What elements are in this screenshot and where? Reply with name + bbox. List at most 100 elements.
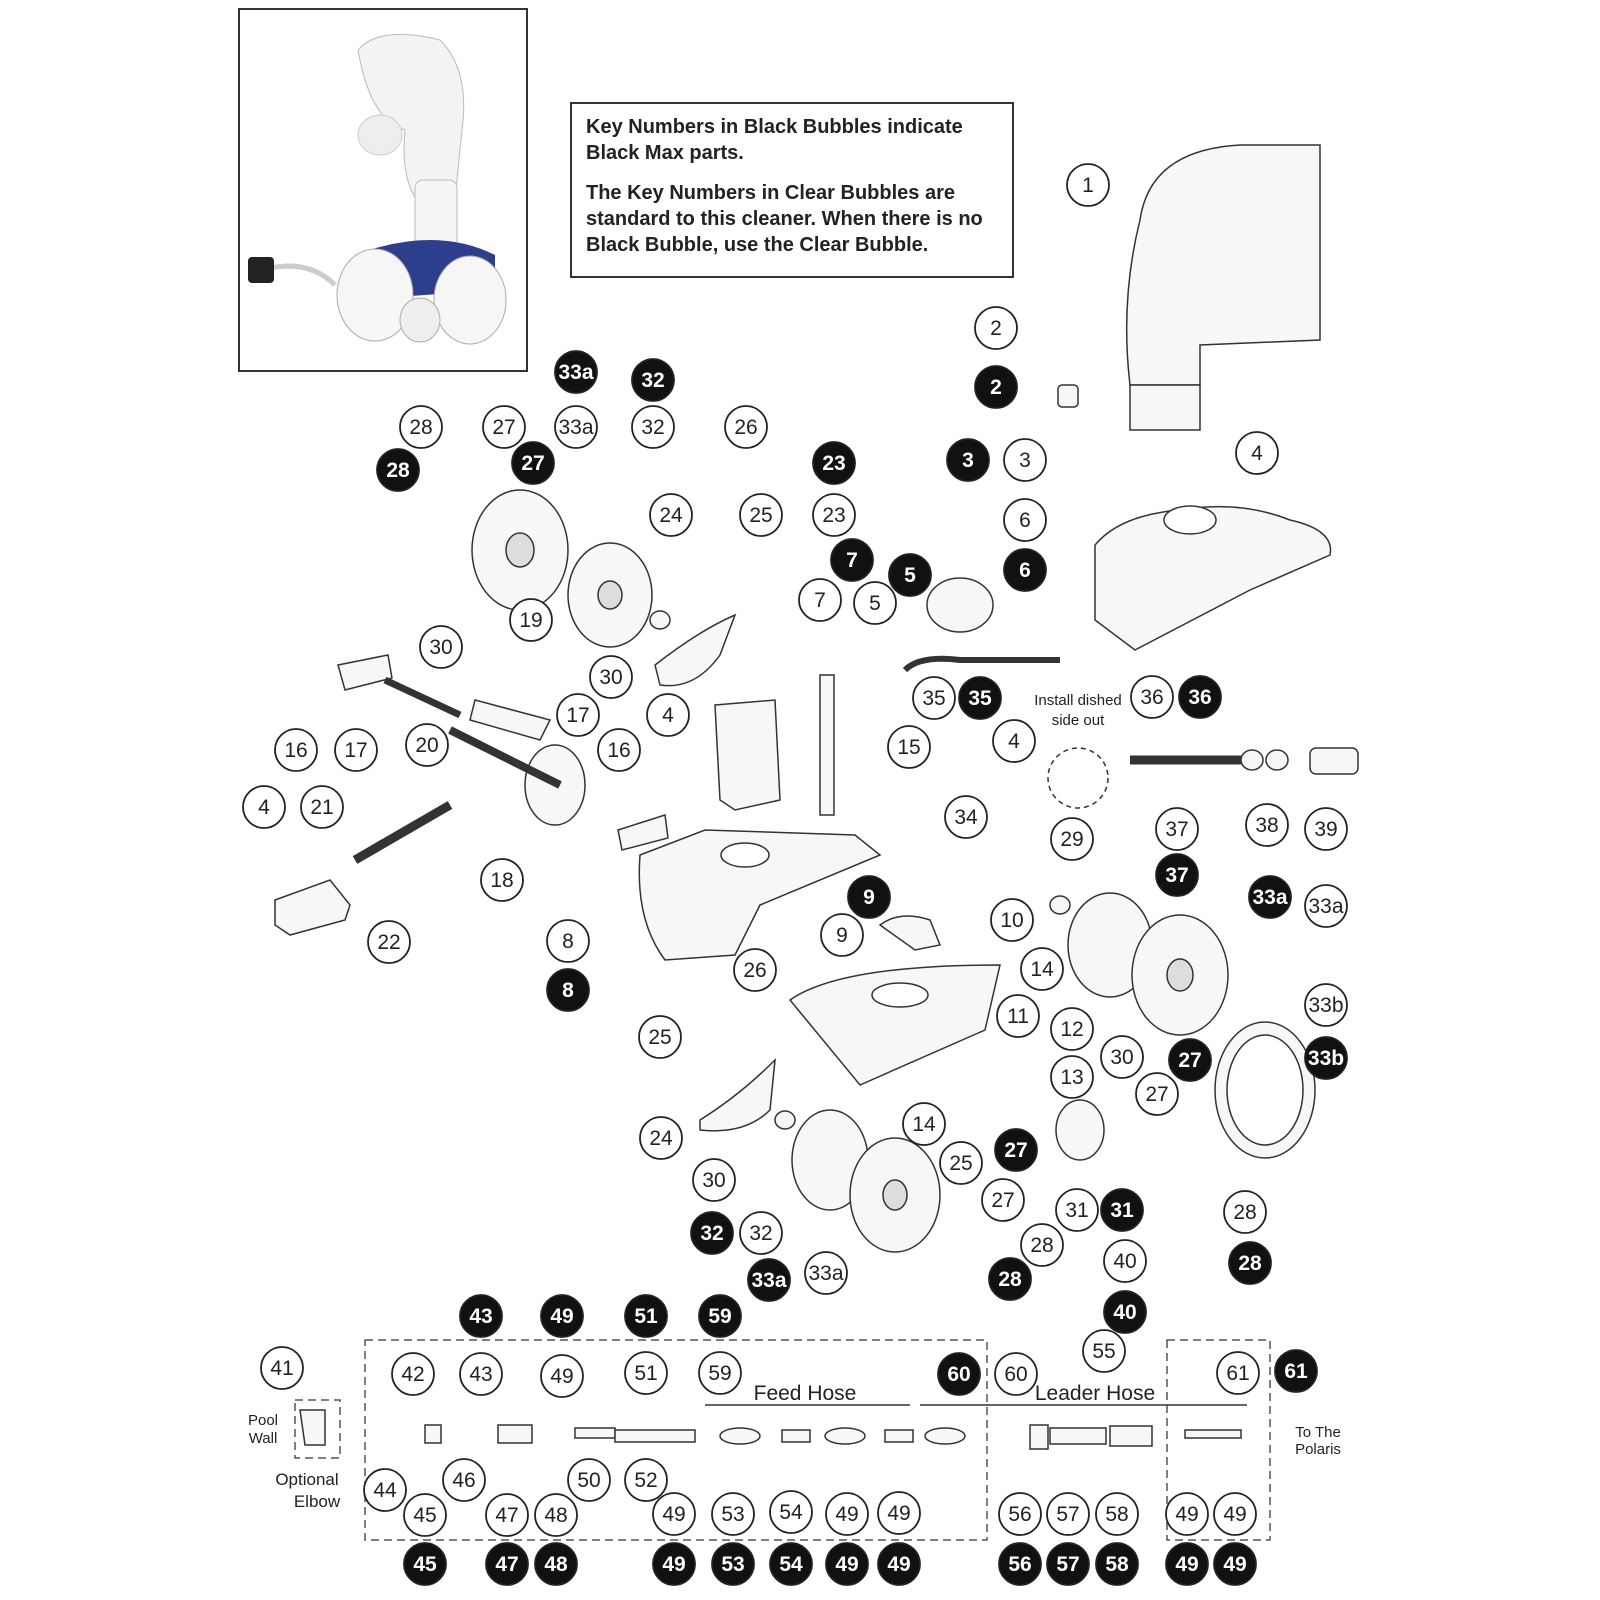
key-bubble-27-clear: 27 bbox=[981, 1178, 1025, 1222]
key-bubble-49-clear: 49 bbox=[825, 1492, 869, 1536]
key-number-text: 24 bbox=[649, 1127, 673, 1150]
part-38-nut bbox=[1240, 749, 1264, 771]
key-number-text: 41 bbox=[270, 1357, 293, 1380]
part-49-swivel bbox=[884, 1429, 914, 1443]
feed-hose-label: Feed Hose bbox=[754, 1382, 857, 1405]
part-41-elbow bbox=[299, 1409, 326, 1446]
key-number-text: 60 bbox=[947, 1363, 970, 1386]
pool-cleaner-photo bbox=[248, 33, 507, 345]
key-number-text: 22 bbox=[377, 931, 400, 954]
key-bubble-10-clear: 10 bbox=[990, 898, 1034, 942]
key-number-text: 10 bbox=[1000, 909, 1023, 932]
key-bubble-49-clear: 49 bbox=[877, 1491, 921, 1535]
key-number-text: 36 bbox=[1140, 686, 1163, 709]
key-number-text: 59 bbox=[708, 1362, 731, 1385]
part-14-opening bbox=[871, 982, 929, 1008]
key-bubble-33a-black: 33a bbox=[554, 350, 598, 394]
key-number-text: 51 bbox=[634, 1362, 657, 1385]
key-bubble-4-clear: 4 bbox=[646, 693, 690, 737]
key-bubble-40-black: 40 bbox=[1103, 1290, 1147, 1334]
key-number-text: 50 bbox=[577, 1469, 600, 1492]
key-number-text: 40 bbox=[1113, 1250, 1136, 1273]
key-number-text: 43 bbox=[469, 1305, 492, 1328]
pool-wall-label-1: Pool bbox=[248, 1412, 278, 1429]
key-bubble-1-clear: 1 bbox=[1066, 163, 1110, 207]
key-bubble-39-clear: 39 bbox=[1304, 807, 1348, 851]
key-bubble-30-clear: 30 bbox=[692, 1158, 736, 1202]
key-number-text: 28 bbox=[998, 1268, 1022, 1291]
key-number-text: 28 bbox=[1238, 1252, 1262, 1275]
key-number-text: 56 bbox=[1008, 1553, 1031, 1576]
key-bubble-3-black: 3 bbox=[946, 438, 990, 482]
part-54-swivel bbox=[781, 1429, 811, 1443]
key-bubble-4-clear: 4 bbox=[1235, 431, 1279, 475]
part-5-valve bbox=[819, 674, 835, 816]
part-3-top-housing bbox=[1094, 505, 1332, 651]
key-bubble-32-black: 32 bbox=[690, 1211, 734, 1255]
key-number-text: 49 bbox=[1223, 1503, 1246, 1526]
key-bubble-45-clear: 45 bbox=[403, 1493, 447, 1537]
key-number-text: 28 bbox=[1030, 1234, 1053, 1257]
key-bubble-4-clear: 4 bbox=[992, 719, 1036, 763]
key-bubble-30-clear: 30 bbox=[589, 655, 633, 699]
key-bubble-49-black: 49 bbox=[652, 1542, 696, 1586]
key-number-text: 38 bbox=[1255, 814, 1278, 837]
key-bubble-37-black: 37 bbox=[1155, 853, 1199, 897]
optional-elbow-label-2: Elbow bbox=[294, 1492, 341, 1511]
key-bubble-42-clear: 42 bbox=[391, 1352, 435, 1396]
key-bubble-58-black: 58 bbox=[1095, 1542, 1139, 1586]
key-bubble-51-black: 51 bbox=[624, 1294, 668, 1338]
key-number-text: 17 bbox=[566, 704, 589, 727]
key-number-text: 28 bbox=[1233, 1201, 1256, 1224]
key-bubble-28-clear: 28 bbox=[1020, 1223, 1064, 1267]
key-number-text: 30 bbox=[599, 666, 622, 689]
key-bubble-6-clear: 6 bbox=[1003, 498, 1047, 542]
key-number-text: 49 bbox=[662, 1553, 685, 1576]
install-note-line1: Install dished bbox=[1034, 692, 1122, 709]
key-bubble-12-clear: 12 bbox=[1050, 1007, 1094, 1051]
key-bubble-27-black: 27 bbox=[994, 1128, 1038, 1172]
key-bubble-30-clear: 30 bbox=[1100, 1035, 1144, 1079]
part-16-bracket-left bbox=[337, 654, 393, 691]
key-number-text: 32 bbox=[641, 369, 664, 392]
key-bubble-59-black: 59 bbox=[698, 1294, 742, 1338]
key-number-text: 44 bbox=[373, 1479, 397, 1502]
key-bubble-28-clear: 28 bbox=[399, 405, 443, 449]
key-bubble-33b-black: 33b bbox=[1304, 1036, 1348, 1080]
key-bubble-55-clear: 55 bbox=[1082, 1329, 1126, 1373]
part-33a-hub-lower bbox=[882, 1179, 908, 1211]
key-number-text: 55 bbox=[1092, 1340, 1115, 1363]
key-number-text: 27 bbox=[1178, 1049, 1201, 1072]
part-21-tube bbox=[352, 801, 453, 864]
note-clear-bubbles: The Key Numbers in Clear Bubbles are sta… bbox=[586, 182, 983, 256]
key-number-text: 27 bbox=[521, 452, 544, 475]
key-bubble-17-clear: 17 bbox=[334, 728, 378, 772]
part-33a-hub-upper bbox=[505, 532, 535, 568]
key-bubble-41-clear: 41 bbox=[260, 1346, 304, 1390]
key-number-text: 49 bbox=[835, 1553, 858, 1576]
key-number-text: 37 bbox=[1165, 818, 1188, 841]
key-number-text: 33a bbox=[751, 1269, 786, 1292]
key-number-text: 49 bbox=[887, 1553, 910, 1576]
key-bubble-16-clear: 16 bbox=[274, 728, 318, 772]
key-number-text: 42 bbox=[401, 1363, 424, 1386]
key-number-text: 12 bbox=[1060, 1018, 1083, 1041]
key-number-text: 9 bbox=[863, 886, 875, 909]
diagram-text-labels: Install dished side out Feed Hose Leader… bbox=[248, 692, 1341, 1511]
part-58-connector bbox=[1109, 1425, 1153, 1447]
key-number-text: 49 bbox=[1175, 1553, 1198, 1576]
part-9-elbow bbox=[878, 915, 942, 951]
key-bubble-47-clear: 47 bbox=[485, 1493, 529, 1537]
feed-hose-frame bbox=[364, 1339, 988, 1541]
key-bubble-33a-black: 33a bbox=[1248, 875, 1292, 919]
key-bubble-26-clear: 26 bbox=[724, 405, 768, 449]
key-number-text: 57 bbox=[1056, 1553, 1079, 1576]
key-number-text: 8 bbox=[562, 979, 574, 1002]
key-number-text: 16 bbox=[284, 739, 307, 762]
key-bubble-27-clear: 27 bbox=[1135, 1072, 1179, 1116]
key-number-text: 57 bbox=[1056, 1503, 1079, 1526]
key-bubble-59-clear: 59 bbox=[698, 1351, 742, 1395]
part-39-filter-screen bbox=[1309, 747, 1359, 775]
key-bubble-19-clear: 19 bbox=[509, 598, 553, 642]
key-number-text: 3 bbox=[962, 449, 974, 472]
